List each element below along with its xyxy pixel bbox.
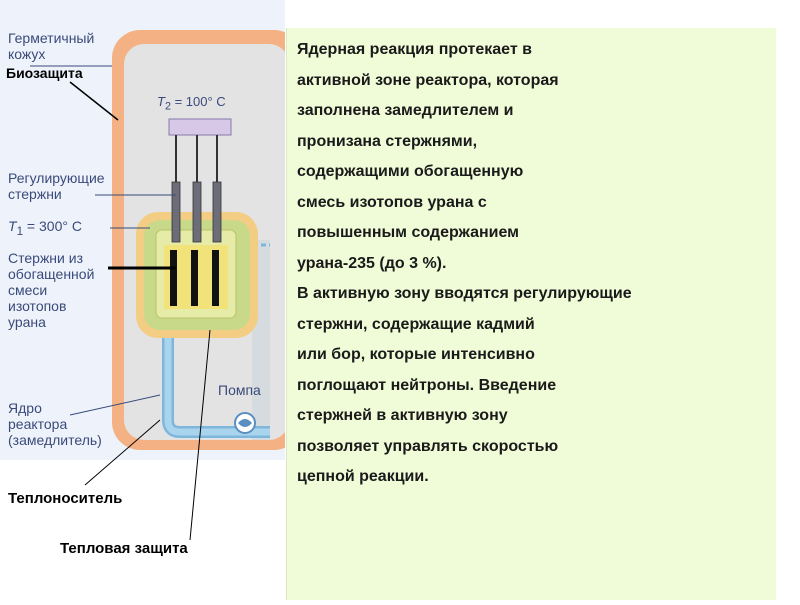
label-uranium-rods: Стержни из обогащенной смеси изотопов ур…: [8, 250, 94, 330]
coolant-loop-inner: [164, 330, 270, 436]
label-t1-value: = 300° C: [23, 218, 82, 234]
control-rod-1: [171, 181, 181, 243]
label-bioprotection: Биозащита: [6, 65, 83, 81]
text-panel: Ядерная реакция протекает в активной зон…: [286, 28, 777, 600]
label-thermal-protection: Тепловая защита: [60, 540, 188, 557]
rod-drive-plate: [168, 118, 232, 136]
leader-thermal: [189, 329, 211, 541]
text-line: стержней в активную зону: [297, 407, 508, 424]
label-hermetic-casing: Герметичный кожух: [8, 30, 94, 62]
description-text: Ядерная реакция протекает в активной зон…: [297, 35, 632, 493]
fuel-rod-2: [191, 250, 198, 306]
text-line: активной зоне реактора, которая: [297, 71, 559, 89]
label-t1-sub: 1: [16, 224, 24, 238]
label-core: Ядро реактора (замедлитель): [8, 400, 102, 448]
text-line: пронизана стержнями,: [297, 132, 478, 150]
label-core-line3: (замедлитель): [8, 432, 102, 448]
label-t1: T1 = 300° C: [8, 218, 82, 240]
label-pump: Помпа: [218, 382, 261, 398]
pump-impeller: [238, 419, 252, 427]
text-line: содержащими обогащенную: [297, 163, 524, 180]
label-uranium-rods-line4: изотопов: [8, 298, 67, 314]
top-margin: [286, 0, 776, 28]
control-rod-3: [212, 181, 222, 243]
right-margin: [776, 0, 800, 600]
label-t2-symbol: T: [157, 94, 165, 109]
text-line: стержни, содержащие кадмий: [297, 315, 535, 333]
label-hermetic-casing-line2: кожух: [8, 46, 46, 62]
label-t2-sub: 2: [164, 100, 171, 113]
label-coolant: Теплоноситель: [8, 490, 123, 507]
label-core-line2: реактора: [8, 416, 68, 432]
label-uranium-rods-line1: Стержни из: [8, 250, 83, 266]
text-line: или бор, которые интенсивно: [297, 346, 535, 363]
label-uranium-rods-line5: урана: [8, 314, 46, 330]
control-rod-2: [192, 181, 202, 243]
label-control-rods-line1: Регулирующие: [8, 170, 105, 186]
text-line: смесь изотопов урана с: [297, 193, 487, 211]
text-line: В активную зону вводятся регулирующие: [297, 285, 632, 302]
reactor-diagram-svg: [0, 0, 302, 541]
label-core-line1: Ядро: [8, 400, 42, 416]
fuel-rod-3: [212, 250, 219, 306]
text-line: поглощают нейтроны. Введение: [297, 376, 557, 394]
leader-core: [69, 394, 161, 416]
label-t2-value: = 100° C: [170, 94, 226, 109]
text-line: позволяет управлять скоростью: [297, 437, 559, 455]
text-line: повышенным содержанием: [297, 224, 519, 241]
label-uranium-rods-line2: обогащенной: [8, 266, 95, 282]
reactor-diagram: Герметичный кожух Биозащита T2 = 100° C …: [0, 0, 302, 600]
label-t2: T2 = 100° C: [157, 94, 226, 115]
label-t1-symbol: T: [8, 218, 17, 234]
text-line: урана-235 (до 3 %).: [297, 254, 447, 272]
text-line: цепной реакции.: [297, 468, 429, 485]
fuel-rod-1: [170, 250, 177, 306]
text-line: Ядерная реакция протекает в: [297, 41, 532, 58]
label-control-rods-line2: стержни: [8, 186, 62, 202]
label-control-rods: Регулирующие стержни: [8, 170, 105, 202]
leader-coolant: [84, 419, 161, 486]
text-line: заполнена замедлителем и: [297, 102, 514, 119]
label-uranium-rods-line3: смеси: [8, 282, 48, 298]
leader-bio: [69, 81, 119, 121]
label-hermetic-casing-line1: Герметичный: [8, 30, 95, 46]
